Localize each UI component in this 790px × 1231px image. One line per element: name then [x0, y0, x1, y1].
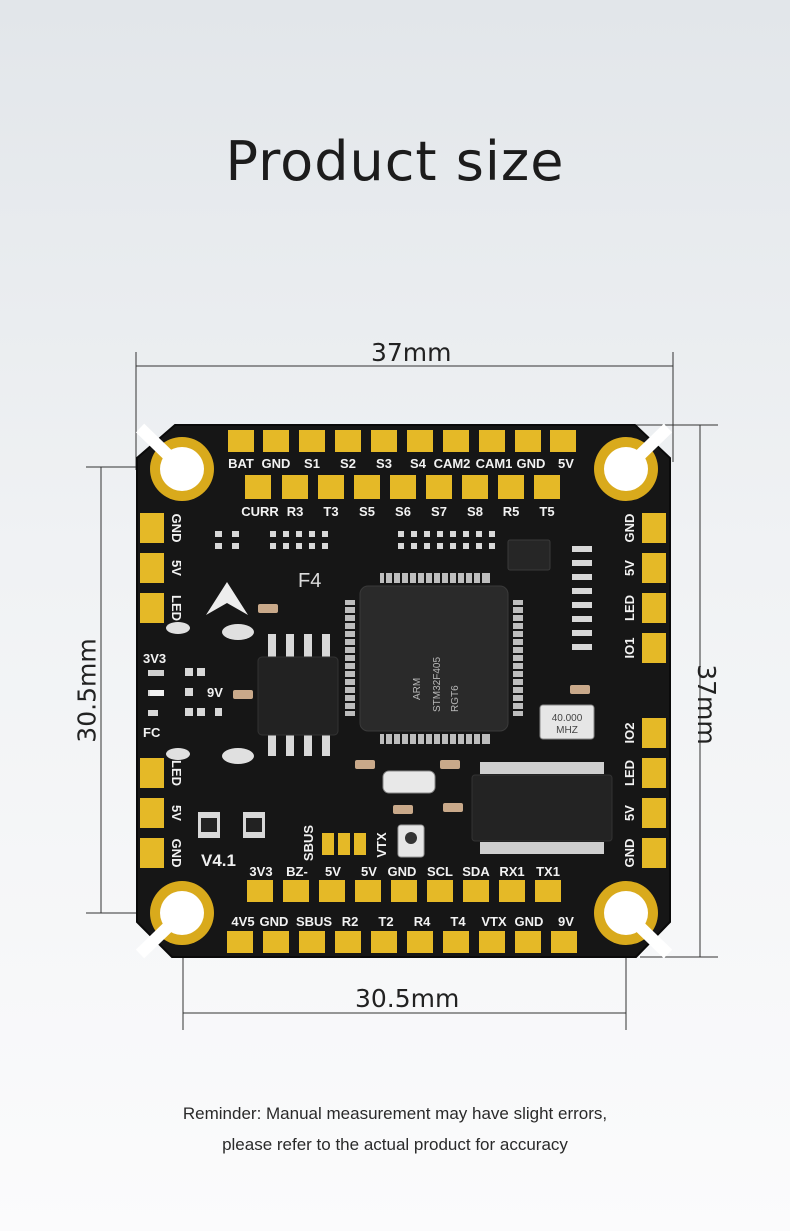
sensor-chip [507, 539, 551, 571]
pad-label: GND [169, 514, 184, 543]
pad-label: RX1 [499, 864, 524, 879]
pad-label: SBUS [296, 914, 332, 929]
top-row-1-labels: BAT GND S1 S2 S3 S4 CAM2 CAM1 GND 5V [228, 456, 574, 471]
dimension-top-width: 37mm [371, 338, 452, 367]
pad-label: S7 [431, 504, 447, 519]
flash-chip [257, 634, 339, 756]
crystal-freq: 40.000 [552, 713, 583, 724]
top-row-2-labels: CURR R3 T3 S5 S6 S7 S8 R5 T5 [241, 504, 554, 519]
mcu-mark: ARM [412, 678, 423, 700]
pad-label: 5V [325, 864, 341, 879]
pad-label: VTX [481, 914, 507, 929]
pad-label: 3V3 [143, 651, 166, 666]
pad-label: SDA [462, 864, 490, 879]
pad-label: 5V [622, 560, 637, 576]
pad-label: S6 [395, 504, 411, 519]
pad-label: S8 [467, 504, 483, 519]
mount-hole-bottom-left [135, 881, 214, 959]
pad-label: LED [169, 760, 184, 786]
mid-labels: SBUS VTX [301, 825, 389, 861]
pad-label: S2 [340, 456, 356, 471]
sbus-label: SBUS [301, 825, 316, 861]
pad-label: S1 [304, 456, 320, 471]
solder-pads [140, 430, 666, 953]
board-model: F4 [298, 570, 321, 592]
bottom-row-2-labels: 4V5 GND SBUS R2 T2 R4 T4 VTX GND 9V [231, 914, 574, 929]
pad-label: CAM1 [476, 456, 513, 471]
vtx-label: VTX [374, 832, 389, 858]
pad-label: T2 [378, 914, 393, 929]
pad-label: LED [622, 595, 637, 621]
pad-label: 5V [622, 805, 637, 821]
pad-label: CURR [241, 504, 279, 519]
bottom-row-1-labels: 3V3 BZ- 5V 5V GND SCL SDA RX1 TX1 [249, 864, 559, 879]
mcu-mark: STM32F405 [432, 657, 443, 712]
passive-components [148, 531, 592, 858]
right-side-labels: GND 5V LED IO1 IO2 LED 5V GND [622, 514, 637, 868]
pad-label: 5V [169, 560, 184, 576]
pad-label: IO2 [622, 723, 637, 744]
pad-label: R3 [287, 504, 304, 519]
pad-label: S4 [410, 456, 427, 471]
pad-label: FC [143, 725, 161, 740]
brand-logo-icon [206, 582, 248, 615]
pad-label: GND [622, 514, 637, 543]
mcu-mark: RGT6 [450, 685, 461, 712]
pad-label: 5V [169, 805, 184, 821]
pad-label: BZ- [286, 864, 308, 879]
pad-label: BAT [228, 456, 254, 471]
crystal-unit: MHZ [556, 725, 578, 736]
mcu-chip: ARM STM32F405 RGT6 [345, 573, 523, 744]
pad-label: 4V5 [231, 914, 254, 929]
reminder-line-2: please refer to the actual product for a… [222, 1135, 568, 1154]
pad-label: R5 [503, 504, 520, 519]
pad-label: GND [260, 914, 289, 929]
osd-chip [471, 762, 613, 854]
pad-label: GND [517, 456, 546, 471]
mount-hole-top-right [594, 423, 673, 501]
mounting-holes [135, 423, 673, 959]
pad-label: 9V [558, 914, 574, 929]
pad-label: GND [262, 456, 291, 471]
pad-label: S3 [376, 456, 392, 471]
pad-label: LED [169, 595, 184, 621]
pad-label: T4 [450, 914, 466, 929]
left-side-labels: GND 5V LED LED 5V GND 3V3 9V FC [143, 514, 223, 868]
pad-label: SCL [427, 864, 453, 879]
mount-hole-bottom-right [594, 881, 673, 959]
pad-label: T5 [539, 504, 554, 519]
pad-label: LED [622, 760, 637, 786]
pad-label: 5V [361, 864, 377, 879]
pad-label: R4 [414, 914, 431, 929]
dimension-bottom-mount: 30.5mm [355, 984, 460, 1013]
mount-hole-top-left [135, 423, 214, 501]
reminder-line-1: Reminder: Manual measurement may have sl… [182, 1104, 608, 1123]
pad-label: GND [169, 839, 184, 868]
pad-label: R2 [342, 914, 359, 929]
pad-label: IO1 [622, 638, 637, 659]
pad-label: GND [622, 839, 637, 868]
pad-label: TX1 [536, 864, 560, 879]
dimension-lines [86, 352, 718, 1030]
pad-label: S5 [359, 504, 375, 519]
pad-label: 9V [207, 685, 223, 700]
pad-label: 5V [558, 456, 574, 471]
pad-label: GND [388, 864, 417, 879]
pad-label: CAM2 [434, 456, 471, 471]
dimension-left-mount: 30.5mm [72, 638, 102, 743]
dimension-right-height: 37mm [691, 664, 721, 745]
crystal-oscillator: 40.000 MHZ [539, 704, 595, 740]
board-version: V4.1 [201, 851, 236, 870]
pad-label: GND [515, 914, 544, 929]
pad-label: 3V3 [249, 864, 272, 879]
pad-label: T3 [323, 504, 338, 519]
page-title: Product size [225, 130, 565, 193]
